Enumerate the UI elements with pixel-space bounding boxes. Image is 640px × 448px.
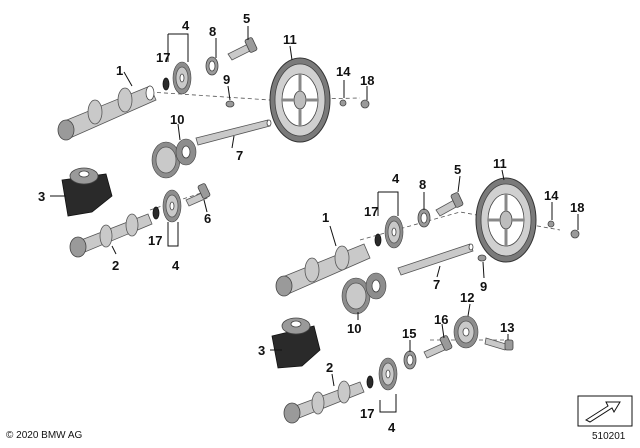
callout-label: 18 bbox=[360, 73, 374, 88]
callout-label: 3 bbox=[258, 343, 265, 358]
callout-label: 12 bbox=[460, 290, 474, 305]
callout-label: 4 bbox=[392, 171, 400, 186]
sprocket-part bbox=[162, 189, 182, 223]
large-sprocket-part bbox=[475, 177, 537, 263]
callout-label: 7 bbox=[236, 148, 243, 163]
callout-label: 1 bbox=[116, 63, 123, 78]
callout-label: 10 bbox=[170, 112, 184, 127]
callout-label: 17 bbox=[360, 406, 374, 421]
washer-part bbox=[162, 77, 170, 91]
callout-label: 7 bbox=[433, 277, 440, 292]
bottom-assembly: 1 4 17 8 5 11 14 18 9 7 10 3 2 17 4 15 1… bbox=[258, 156, 584, 435]
callout-label: 11 bbox=[493, 156, 507, 171]
bolt-part bbox=[570, 229, 580, 239]
bearing-part bbox=[417, 208, 431, 228]
bolt-part bbox=[227, 37, 258, 61]
top-assembly: 1 4 17 8 5 9 11 14 18 10 7 3 2 17 4 6 bbox=[38, 11, 374, 273]
callout-label: 2 bbox=[326, 360, 333, 375]
bolt-part bbox=[360, 99, 370, 109]
copyright-notice: © 2020 BMW AG bbox=[6, 430, 83, 441]
washer-part bbox=[374, 233, 382, 247]
callout-label: 5 bbox=[454, 162, 461, 177]
callout-label: 17 bbox=[156, 50, 170, 65]
large-sprocket-part bbox=[269, 57, 331, 143]
callout-label: 4 bbox=[388, 420, 396, 435]
camshaft-part bbox=[57, 85, 157, 141]
bolt-part bbox=[185, 183, 211, 207]
callout-label: 2 bbox=[112, 258, 119, 273]
diagram-number: 510201 bbox=[592, 431, 626, 442]
callout-label: 17 bbox=[364, 204, 378, 219]
callout-label: 6 bbox=[204, 211, 211, 226]
bolt-part bbox=[435, 192, 464, 217]
callout-label: 3 bbox=[38, 189, 45, 204]
callout-label: 4 bbox=[172, 258, 180, 273]
screw-part bbox=[477, 254, 487, 262]
double-gear-part bbox=[151, 138, 197, 179]
callout-label: 15 bbox=[402, 326, 416, 341]
washer-part bbox=[366, 375, 374, 389]
camshaft-part bbox=[69, 213, 153, 258]
direction-arrow-icon bbox=[577, 395, 633, 427]
sprocket-part bbox=[172, 61, 192, 95]
callout-label: 11 bbox=[283, 32, 297, 47]
callout-label: 4 bbox=[182, 18, 190, 33]
washer-part bbox=[547, 220, 555, 228]
shaft-part bbox=[397, 243, 474, 276]
sprocket-part bbox=[384, 215, 404, 249]
camshaft-part bbox=[275, 243, 371, 297]
chain-tensioner-part bbox=[61, 167, 113, 217]
double-gear-part bbox=[341, 272, 387, 315]
bolt-part bbox=[484, 337, 514, 351]
callout-label: 13 bbox=[500, 320, 514, 335]
callout-label: 9 bbox=[223, 72, 230, 87]
sprocket-part bbox=[378, 357, 398, 391]
washer-part bbox=[152, 206, 160, 220]
callout-label: 10 bbox=[347, 321, 361, 336]
callout-label: 1 bbox=[322, 210, 329, 225]
screw-part bbox=[225, 100, 235, 108]
shaft-part bbox=[195, 119, 272, 146]
chain-tensioner-part bbox=[271, 317, 321, 369]
camshaft-part bbox=[283, 380, 365, 424]
callout-label: 18 bbox=[570, 200, 584, 215]
callout-label: 5 bbox=[243, 11, 250, 26]
callout-label: 9 bbox=[480, 279, 487, 294]
callout-label: 8 bbox=[419, 177, 426, 192]
callout-label: 16 bbox=[434, 312, 448, 327]
callout-label: 14 bbox=[336, 64, 351, 79]
bolt-part bbox=[423, 335, 453, 359]
bearing-part bbox=[205, 56, 219, 76]
callout-label: 17 bbox=[148, 233, 162, 248]
callout-label: 14 bbox=[544, 188, 559, 203]
hub-part bbox=[453, 315, 479, 349]
callout-label: 8 bbox=[209, 24, 216, 39]
washer-part bbox=[339, 99, 347, 107]
bearing-part bbox=[403, 350, 417, 370]
